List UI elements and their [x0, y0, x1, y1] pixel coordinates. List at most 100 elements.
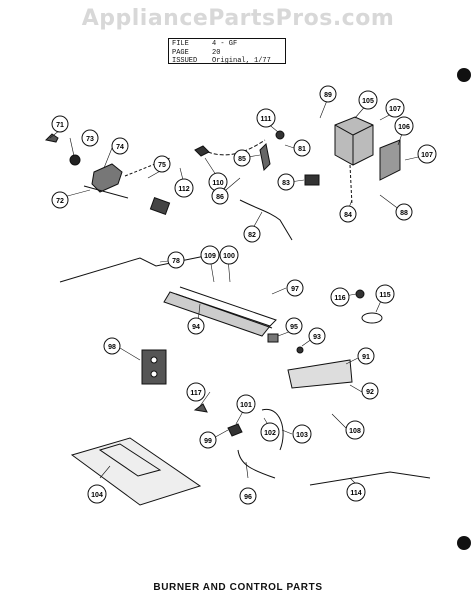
- part-105-box: [334, 116, 374, 166]
- svg-text:82: 82: [248, 232, 256, 239]
- callout-91: 91: [357, 347, 375, 365]
- callout-107-top: 107: [385, 98, 405, 118]
- part-93-nut: [296, 346, 304, 354]
- callout-104: 104: [87, 484, 107, 504]
- svg-text:86: 86: [216, 194, 224, 201]
- callout-110: 110: [208, 172, 228, 192]
- part-85-bracket: [259, 142, 271, 172]
- part-115-loop: [361, 312, 383, 324]
- part-114-tube: [309, 471, 431, 486]
- callout-105: 105: [358, 90, 378, 110]
- part-84-wire: [349, 164, 353, 206]
- svg-text:112: 112: [178, 186, 189, 193]
- part-83-terminal: [304, 174, 320, 186]
- svg-text:107: 107: [389, 106, 401, 113]
- svg-text:100: 100: [223, 253, 235, 260]
- binder-hole-bottom: [457, 536, 471, 550]
- part-106-cover: [379, 139, 401, 181]
- callout-116: 116: [330, 287, 350, 307]
- callout-83: 83: [277, 173, 295, 191]
- part-99-fitting: [227, 423, 243, 437]
- callout-111: 111: [256, 108, 276, 128]
- svg-text:108: 108: [349, 428, 361, 435]
- svg-text:109: 109: [204, 253, 216, 260]
- callout-97: 97: [286, 279, 304, 297]
- svg-text:88: 88: [400, 210, 408, 217]
- part-72-clip: [149, 196, 171, 216]
- callout-100: 100: [219, 245, 239, 265]
- svg-text:81: 81: [298, 146, 306, 153]
- part-110-fitting: [194, 145, 210, 157]
- svg-text:78: 78: [172, 258, 180, 265]
- callout-85: 85: [233, 149, 251, 167]
- part-95-orifice: [267, 333, 279, 343]
- callout-84: 84: [339, 205, 357, 223]
- svg-text:103: 103: [296, 432, 308, 439]
- callout-96: 96: [239, 487, 257, 505]
- svg-text:111: 111: [261, 116, 272, 123]
- part-116-screw: [355, 289, 365, 299]
- callout-75: 75: [153, 155, 171, 173]
- file-label: FILE: [172, 40, 189, 48]
- callout-86: 86: [211, 187, 229, 205]
- callout-92: 92: [361, 382, 379, 400]
- svg-text:89: 89: [324, 92, 332, 99]
- callout-95: 95: [285, 317, 303, 335]
- svg-text:75: 75: [158, 162, 166, 169]
- callout-114: 114: [346, 482, 366, 502]
- part-104-plate: [70, 437, 202, 506]
- part-74-valve: [91, 163, 123, 193]
- page-value: 20: [212, 48, 221, 57]
- callout-73: 73: [81, 129, 99, 147]
- svg-text:72: 72: [56, 198, 64, 205]
- page-label: PAGE: [172, 48, 189, 57]
- part-96-tube: [237, 449, 276, 479]
- callout-94: 94: [187, 317, 205, 335]
- callout-93: 93: [308, 327, 326, 345]
- callout-82: 82: [243, 225, 261, 243]
- svg-text:116: 116: [334, 295, 345, 302]
- svg-text:97: 97: [291, 286, 299, 293]
- svg-text:96: 96: [244, 494, 252, 501]
- callout-72: 72: [51, 191, 69, 209]
- diagram-caption: BURNER AND CONTROL PARTS: [153, 582, 323, 593]
- callout-81: 81: [293, 139, 311, 157]
- callout-99: 99: [199, 431, 217, 449]
- svg-text:107: 107: [421, 152, 433, 159]
- part-111-nut: [275, 130, 285, 140]
- svg-text:95: 95: [290, 324, 298, 331]
- svg-text:84: 84: [344, 212, 352, 219]
- issued-value: Original, 1/77: [212, 57, 271, 65]
- svg-text:101: 101: [240, 402, 252, 409]
- svg-text:105: 105: [362, 98, 374, 105]
- callout-74: 74: [111, 137, 129, 155]
- callout-107-side: 107: [417, 144, 437, 164]
- part-98-valve: [141, 349, 167, 385]
- callout-98: 98: [103, 337, 121, 355]
- callout-102: 102: [260, 422, 280, 442]
- watermark: AppliancePartsPros.com: [81, 6, 395, 31]
- svg-text:117: 117: [190, 390, 201, 397]
- callout-78: 78: [167, 251, 185, 269]
- callout-106: 106: [394, 116, 414, 136]
- callout-71: 71: [51, 115, 69, 133]
- svg-text:74: 74: [116, 144, 124, 151]
- svg-text:85: 85: [238, 156, 246, 163]
- callout-108: 108: [345, 420, 365, 440]
- part-74-stem: [83, 185, 129, 199]
- svg-text:114: 114: [350, 490, 361, 497]
- svg-text:83: 83: [282, 180, 290, 187]
- svg-text:102: 102: [264, 430, 276, 437]
- svg-text:93: 93: [313, 334, 321, 341]
- svg-text:110: 110: [212, 180, 223, 187]
- callout-88: 88: [395, 203, 413, 221]
- file-value: 4 - GF: [212, 40, 238, 48]
- part-91-manifold: [287, 359, 353, 389]
- part-102-thermocouple: [261, 408, 284, 451]
- part-94-rail: [163, 291, 271, 337]
- part-73-knob: [69, 154, 81, 166]
- svg-text:98: 98: [108, 344, 116, 351]
- callout-89: 89: [319, 85, 337, 103]
